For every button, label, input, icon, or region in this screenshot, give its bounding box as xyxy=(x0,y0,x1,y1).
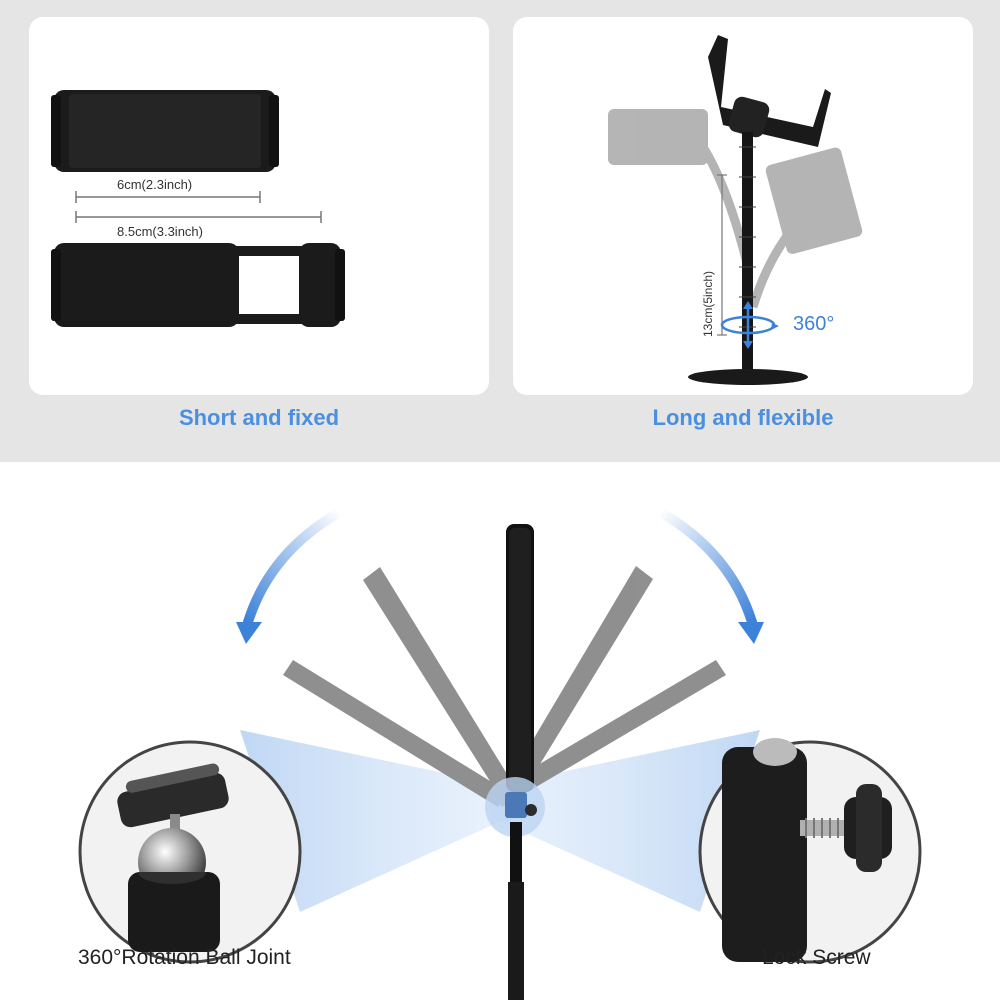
lock-screw-label: Lock Screw xyxy=(762,946,871,969)
long-flexible-caption: Long and flexible xyxy=(652,405,834,430)
short-holder-illustration xyxy=(51,90,345,327)
dim-short-label: 6cm(2.3inch) xyxy=(117,177,193,192)
top-section: 6cm(2.3inch) 8.5cm(3.3inch) xyxy=(0,0,1000,462)
short-fixed-caption: Short and fixed xyxy=(178,405,340,430)
dim-height-label: 13cm(5inch) xyxy=(701,270,715,337)
dim-long-label: 8.5cm(3.3inch) xyxy=(117,224,203,239)
bottom-section: 360°Rotation Ball Joint Lock Screw xyxy=(0,462,1000,1000)
short-holder-panel: 6cm(2.3inch) 8.5cm(3.3inch) xyxy=(29,17,489,395)
ring-light-illustration xyxy=(78,507,922,1000)
rotation-label: 360° xyxy=(793,313,835,335)
long-holder-panel: 13cm(5inch) 360° xyxy=(513,17,973,395)
gooseneck-illustration xyxy=(608,35,863,385)
ball-joint-label: 360°Rotation Ball Joint xyxy=(78,946,291,969)
